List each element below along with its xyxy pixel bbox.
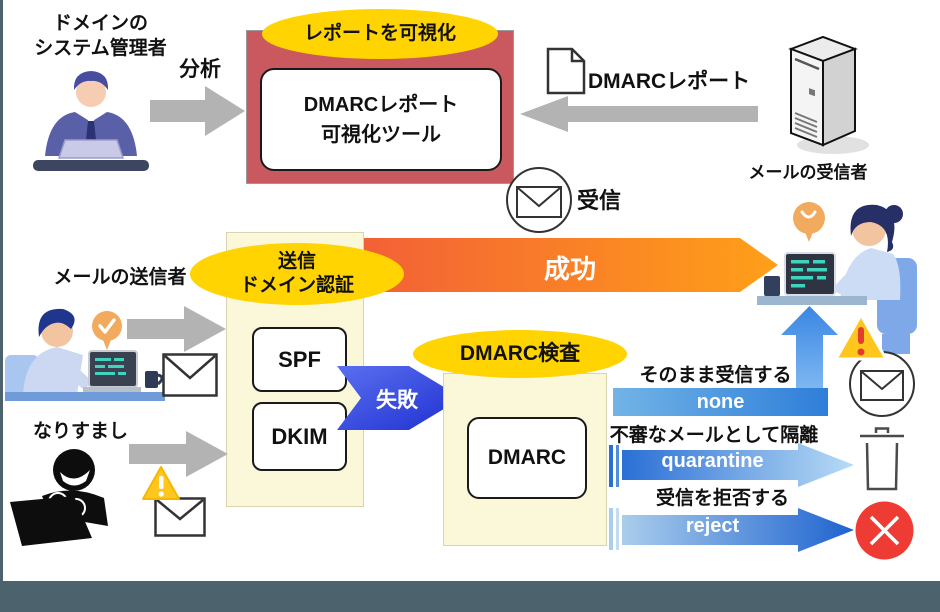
- quarantine-arrow: [622, 443, 854, 487]
- sender-person-icon: [5, 308, 165, 401]
- dmarc-box: DMARC: [467, 417, 587, 499]
- server-icon: [788, 35, 869, 154]
- dkim-box: DKIM: [252, 402, 347, 471]
- sender-arrow-icon: [127, 306, 226, 352]
- fail-label: 失敗: [376, 389, 418, 412]
- fail-arrow: [337, 366, 462, 430]
- analyze-label: 分析: [179, 58, 221, 81]
- quarantine-tail-stripe: [609, 445, 613, 487]
- receive-label: 受信: [577, 188, 622, 213]
- recipient-warning-triangle-icon: [834, 313, 888, 361]
- outcome-quarantine-desc: 不審なメールとして隔離: [609, 425, 819, 446]
- success-label: 成功: [543, 254, 596, 284]
- outcome-none-desc: そのまま受信する: [639, 365, 792, 386]
- spoof-arrow-icon: [129, 431, 228, 477]
- spf-box: SPF: [252, 327, 347, 392]
- outcome-none-bar: [613, 388, 828, 416]
- document-icon: [546, 47, 586, 95]
- auth-badge: 送信 ドメイン認証: [190, 243, 404, 305]
- reject-x-icon: [855, 501, 914, 560]
- dmarc-badge: DMARC検査: [413, 330, 627, 378]
- recipient-envelope-circle-icon: [849, 351, 915, 417]
- check-balloon-icon: [92, 311, 122, 350]
- bottom-frame-bar: [0, 581, 940, 612]
- receive-circle-icon: [506, 167, 572, 233]
- admin-label: ドメインの システム管理者: [34, 13, 167, 59]
- tool-box: DMARCレポート 可視化ツール: [260, 68, 502, 171]
- outcome-reject-desc: 受信を拒否する: [655, 488, 789, 509]
- sender-label: メールの送信者: [53, 267, 187, 288]
- up-arrow-icon: [781, 306, 838, 398]
- recipient-person-icon: [757, 202, 917, 354]
- outcome-reject-policy: reject: [685, 515, 740, 537]
- analyze-arrow-icon: [150, 86, 245, 136]
- trash-icon: [860, 427, 904, 491]
- outcome-none-policy: none: [696, 391, 745, 413]
- receiver-label: メールの受信者: [748, 163, 868, 182]
- reject-tail-stripe: [609, 508, 613, 550]
- spoof-envelope-icon: [154, 497, 206, 537]
- left-frame-line: [0, 0, 3, 581]
- admin-person-icon: [33, 71, 149, 171]
- report-label: DMARCレポート: [588, 70, 751, 93]
- success-arrow: [338, 238, 778, 292]
- reject-tail-stripe: [616, 508, 619, 550]
- visualize-badge: レポートを可視化: [262, 9, 498, 59]
- report-arrow-icon: [520, 96, 758, 132]
- outcome-quarantine-policy: quarantine: [661, 450, 764, 472]
- spoof-label: なりすまし: [32, 421, 128, 442]
- spoof-warning-triangle-icon: [142, 466, 180, 500]
- sender-envelope-icon: [162, 353, 218, 397]
- reject-arrow: [622, 508, 854, 552]
- quarantine-tail-stripe: [616, 445, 619, 487]
- hacker-icon: [10, 449, 108, 546]
